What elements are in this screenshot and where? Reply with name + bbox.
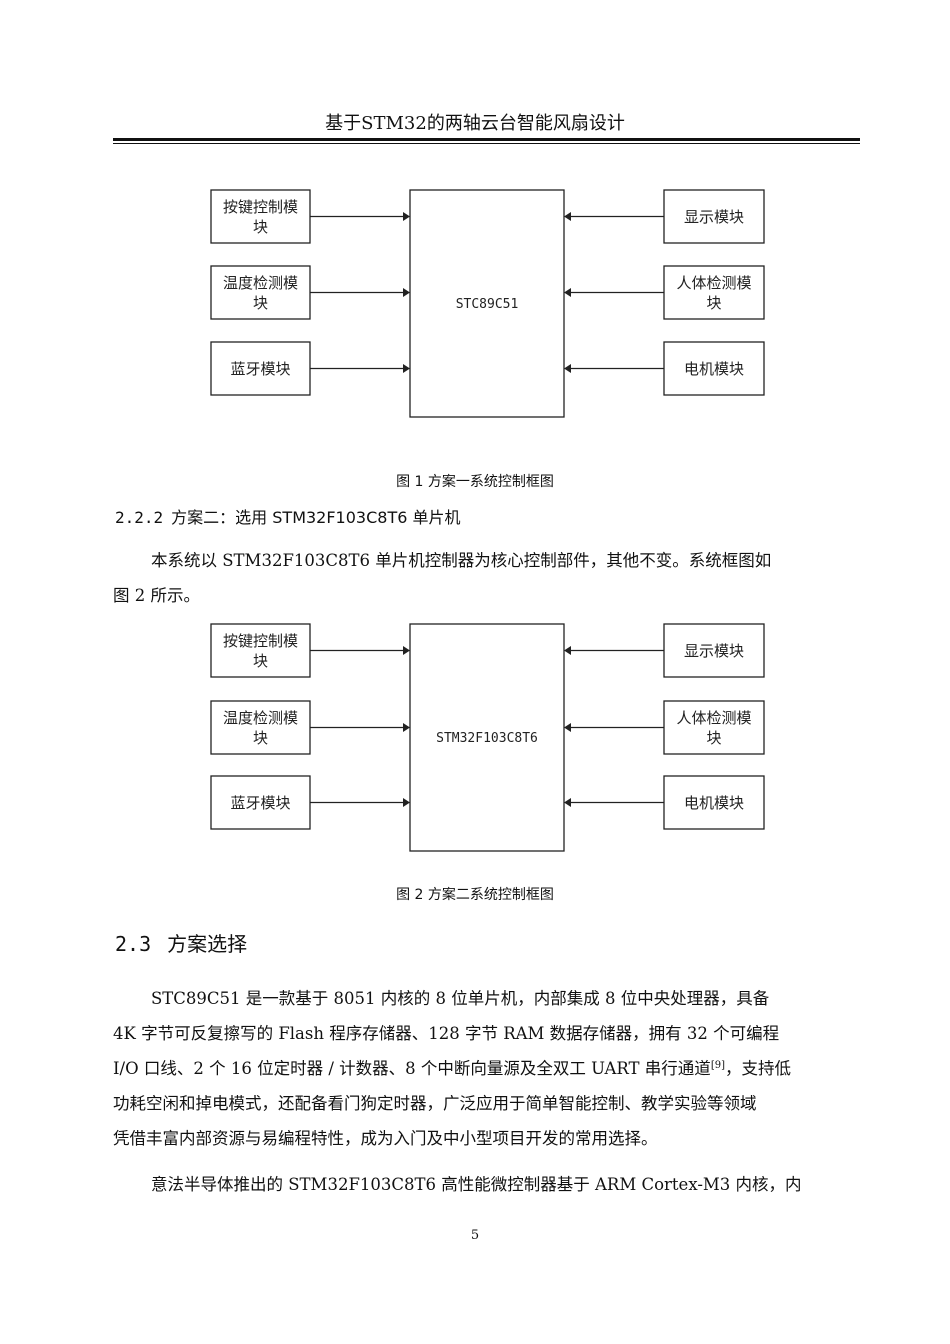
module-label-line2: 块 xyxy=(253,652,268,670)
module-label-line2: 块 xyxy=(253,294,268,312)
module-label-line1: 人体检测模 xyxy=(676,709,751,727)
module-label-line1: 人体检测模 xyxy=(676,274,751,292)
left-module-keypad: 按键控制模 块 xyxy=(210,623,410,678)
arrow-head xyxy=(564,723,571,732)
paragraph-stm32: 意法半导体推出的 STM32F103C8T6 高性能微控制器基于 ARM Cor… xyxy=(113,1167,860,1202)
module-label-line1: 蓝牙模块 xyxy=(230,794,290,812)
header-rule-thick xyxy=(113,138,860,141)
mcu-block xyxy=(409,623,565,852)
module-label-line1: 显示模块 xyxy=(684,208,744,226)
arrow-head xyxy=(403,288,410,297)
line-text: ，支持低 xyxy=(724,1059,791,1078)
module-label-line2: 块 xyxy=(253,729,268,747)
figure-1-caption: 图 1 方案一系统控制框图 xyxy=(396,474,554,490)
arrow-head xyxy=(403,364,410,373)
right-module-display: 显示模块 xyxy=(564,189,765,244)
right-module-display: 显示模块 xyxy=(564,623,765,678)
module-label-line2: 块 xyxy=(706,729,721,747)
arrow-head xyxy=(403,212,410,221)
module-label-line1: 显示模块 xyxy=(684,642,744,660)
paragraph-line-with-citation: I/O 口线、2 个 16 位定时器 / 计数器、8 个中断向量源及全双工 UA… xyxy=(113,1051,860,1086)
paragraph-line: 凭借丰富内部资源与易编程特性，成为入门及中小型项目开发的常用选择。 xyxy=(113,1129,658,1148)
right-module-human-detection: 人体检测模 块 xyxy=(564,700,765,755)
module-label-line1: 按键控制模 xyxy=(223,632,298,650)
mcu-label: STC89C51 xyxy=(456,297,519,312)
page-header: 基于STM32的两轴云台智能风扇设计 xyxy=(325,113,625,134)
left-module-bluetooth: 蓝牙模块 xyxy=(210,775,410,830)
arrow-head xyxy=(564,646,571,655)
system-block-diagram-1: STC89C51 按键控制模 块 温度检测模 块 蓝牙模块 显示模块 人体检测模… xyxy=(210,189,765,418)
module-label-line1: 按键控制模 xyxy=(223,198,298,216)
arrow-head xyxy=(564,212,571,221)
module-label-line1: 温度检测模 xyxy=(223,709,298,727)
paragraph-scheme-2: 本系统以 STM32F103C8T6 单片机控制器为核心控制部件，其他不变。系统… xyxy=(113,543,860,613)
right-module-motor: 电机模块 xyxy=(564,775,765,830)
system-block-diagram-2: STM32F103C8T6 按键控制模 块 温度检测模 块 蓝牙模块 显示模块 … xyxy=(210,623,765,852)
section-number: 2.3 xyxy=(115,932,152,956)
paragraph-line: 功耗空闲和掉电模式，还配备看门狗定时器，广泛应用于简单智能控制、教学实验等领域 xyxy=(113,1094,757,1113)
module-label-line2: 块 xyxy=(253,218,268,236)
line-text: I/O 口线、2 个 16 位定时器 / 计数器、8 个中断向量源及全双工 UA… xyxy=(113,1059,711,1078)
paragraph-line: 本系统以 STM32F103C8T6 单片机控制器为核心控制部件，其他不变。系统… xyxy=(151,551,772,570)
module-label-line1: 蓝牙模块 xyxy=(230,360,290,378)
figure-2-caption: 图 2 方案二系统控制框图 xyxy=(396,887,554,903)
right-module-human-detection: 人体检测模 块 xyxy=(564,265,765,320)
subsection-title: 方案二：选用 STM32F103C8T6 单片机 xyxy=(171,508,461,527)
arrow-head xyxy=(564,798,571,807)
right-module-motor: 电机模块 xyxy=(564,341,765,396)
citation-reference[interactable]: [9] xyxy=(710,1060,725,1071)
paragraph-line: 意法半导体推出的 STM32F103C8T6 高性能微控制器基于 ARM Cor… xyxy=(151,1175,802,1194)
mcu-block xyxy=(409,189,565,418)
left-module-bluetooth: 蓝牙模块 xyxy=(210,341,410,396)
arrow-head xyxy=(403,723,410,732)
left-module-temperature: 温度检测模 块 xyxy=(210,700,410,755)
paragraph-stc89c51: STC89C51 是一款基于 8051 内核的 8 位单片机，内部集成 8 位中… xyxy=(113,981,860,1156)
paragraph-line: STC89C51 是一款基于 8051 内核的 8 位单片机，内部集成 8 位中… xyxy=(151,989,770,1008)
paragraph-line: 4K 字节可反复擦写的 Flash 程序存储器、128 字节 RAM 数据存储器… xyxy=(113,1024,780,1043)
section-title: 方案选择 xyxy=(167,932,248,956)
arrow-head xyxy=(564,288,571,297)
arrow-head xyxy=(564,364,571,373)
subsection-number: 2.2.2 xyxy=(115,508,164,527)
arrow-head xyxy=(403,646,410,655)
paragraph-line: 图 2 所示。 xyxy=(113,586,200,605)
module-label-line1: 温度检测模 xyxy=(223,274,298,292)
page-number: 5 xyxy=(470,1228,480,1243)
header-rule-thin xyxy=(113,143,860,144)
subsection-heading-2-2-2: 2.2.2 方案二：选用 STM32F103C8T6 单片机 xyxy=(115,507,461,529)
left-module-temperature: 温度检测模 块 xyxy=(210,265,410,320)
mcu-label: STM32F103C8T6 xyxy=(436,731,538,746)
arrow-head xyxy=(403,798,410,807)
left-module-keypad: 按键控制模 块 xyxy=(210,189,410,244)
module-label-line1: 电机模块 xyxy=(684,360,744,378)
module-label-line2: 块 xyxy=(706,294,721,312)
module-label-line1: 电机模块 xyxy=(684,794,744,812)
section-heading-2-3: 2.3 方案选择 xyxy=(115,931,247,957)
